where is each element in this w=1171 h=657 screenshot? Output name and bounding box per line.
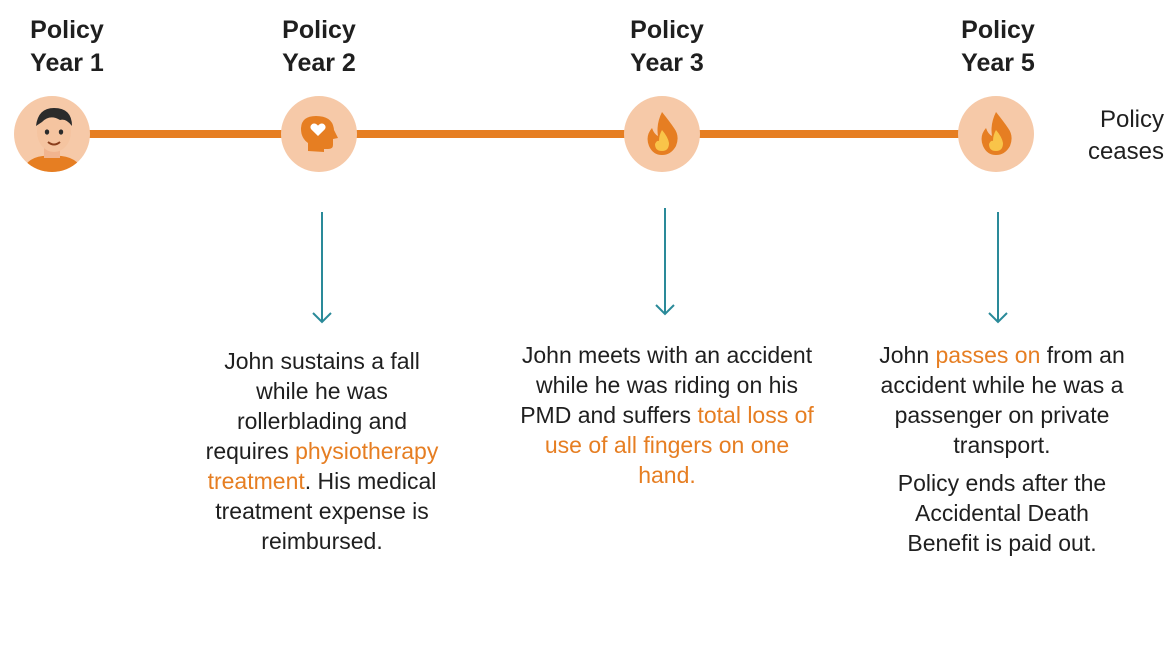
event-1-highlight: physiotherapy treatment [207,438,439,494]
policy-ceases-line2: ceases [1087,138,1164,165]
event-arrow-1 [310,212,334,326]
fire-icon [647,112,678,155]
year-label-4-line1: Policy [961,16,1035,44]
year-label-3-line2: Year 3 [630,49,704,77]
event-2-text: John meets with an accident while he was… [516,340,818,490]
event-description-2: John meets with an accident while he was… [516,340,818,490]
year-label-4: Policy Year 5 [918,14,1078,80]
fire-icon [981,112,1012,155]
event-arrow-2 [653,208,677,318]
arrow-down-icon [312,212,332,324]
event-2-pre: John meets with an accident while he was… [520,342,813,428]
head-heart-icon [301,116,338,152]
event-3-highlight: passes on [935,342,1041,368]
year-label-4-line2: Year 5 [961,49,1035,77]
event-3-text: John passes on from an accident while he… [843,340,1161,460]
event-2-highlight: total loss of use of all fingers on one … [544,402,814,488]
year-label-3: Policy Year 3 [587,14,747,80]
event-3-note: Policy ends after the Accidental Death B… [897,470,1107,556]
timeline-node-3 [624,96,700,172]
policy-ceases-line1: Policy [1099,106,1164,133]
year-label-2-line2: Year 2 [282,49,356,77]
event-3-pre: John [879,342,936,368]
timeline-node-2 [281,96,357,172]
event-1-text: John sustains a fall while he was roller… [198,346,446,556]
event-1-post: . His medical treatment expense is reimb… [215,468,437,554]
event-arrow-3 [986,212,1010,326]
timeline-line [56,130,1002,138]
arrow-down-icon [655,208,675,316]
event-description-3: John passes on from an accident while he… [843,340,1161,558]
event-description-1: John sustains a fall while he was roller… [198,346,446,556]
year-label-2-line1: Policy [282,16,356,44]
policy-ceases-label: Policy ceases [1052,104,1164,168]
year-label-3-line1: Policy [630,16,704,44]
year-label-1-line2: Year 1 [30,49,104,77]
timeline-node-4 [958,96,1034,172]
timeline-node-1 [14,96,90,172]
arrow-down-icon [988,212,1008,324]
year-label-1: Policy Year 1 [0,14,147,80]
event-3-post: from an accident while he was a passenge… [880,342,1125,458]
event-1-pre: John sustains a fall while he was roller… [205,348,420,464]
year-label-2: Policy Year 2 [239,14,399,80]
year-label-1-line1: Policy [30,16,104,44]
person-avatar-icon [22,108,84,172]
